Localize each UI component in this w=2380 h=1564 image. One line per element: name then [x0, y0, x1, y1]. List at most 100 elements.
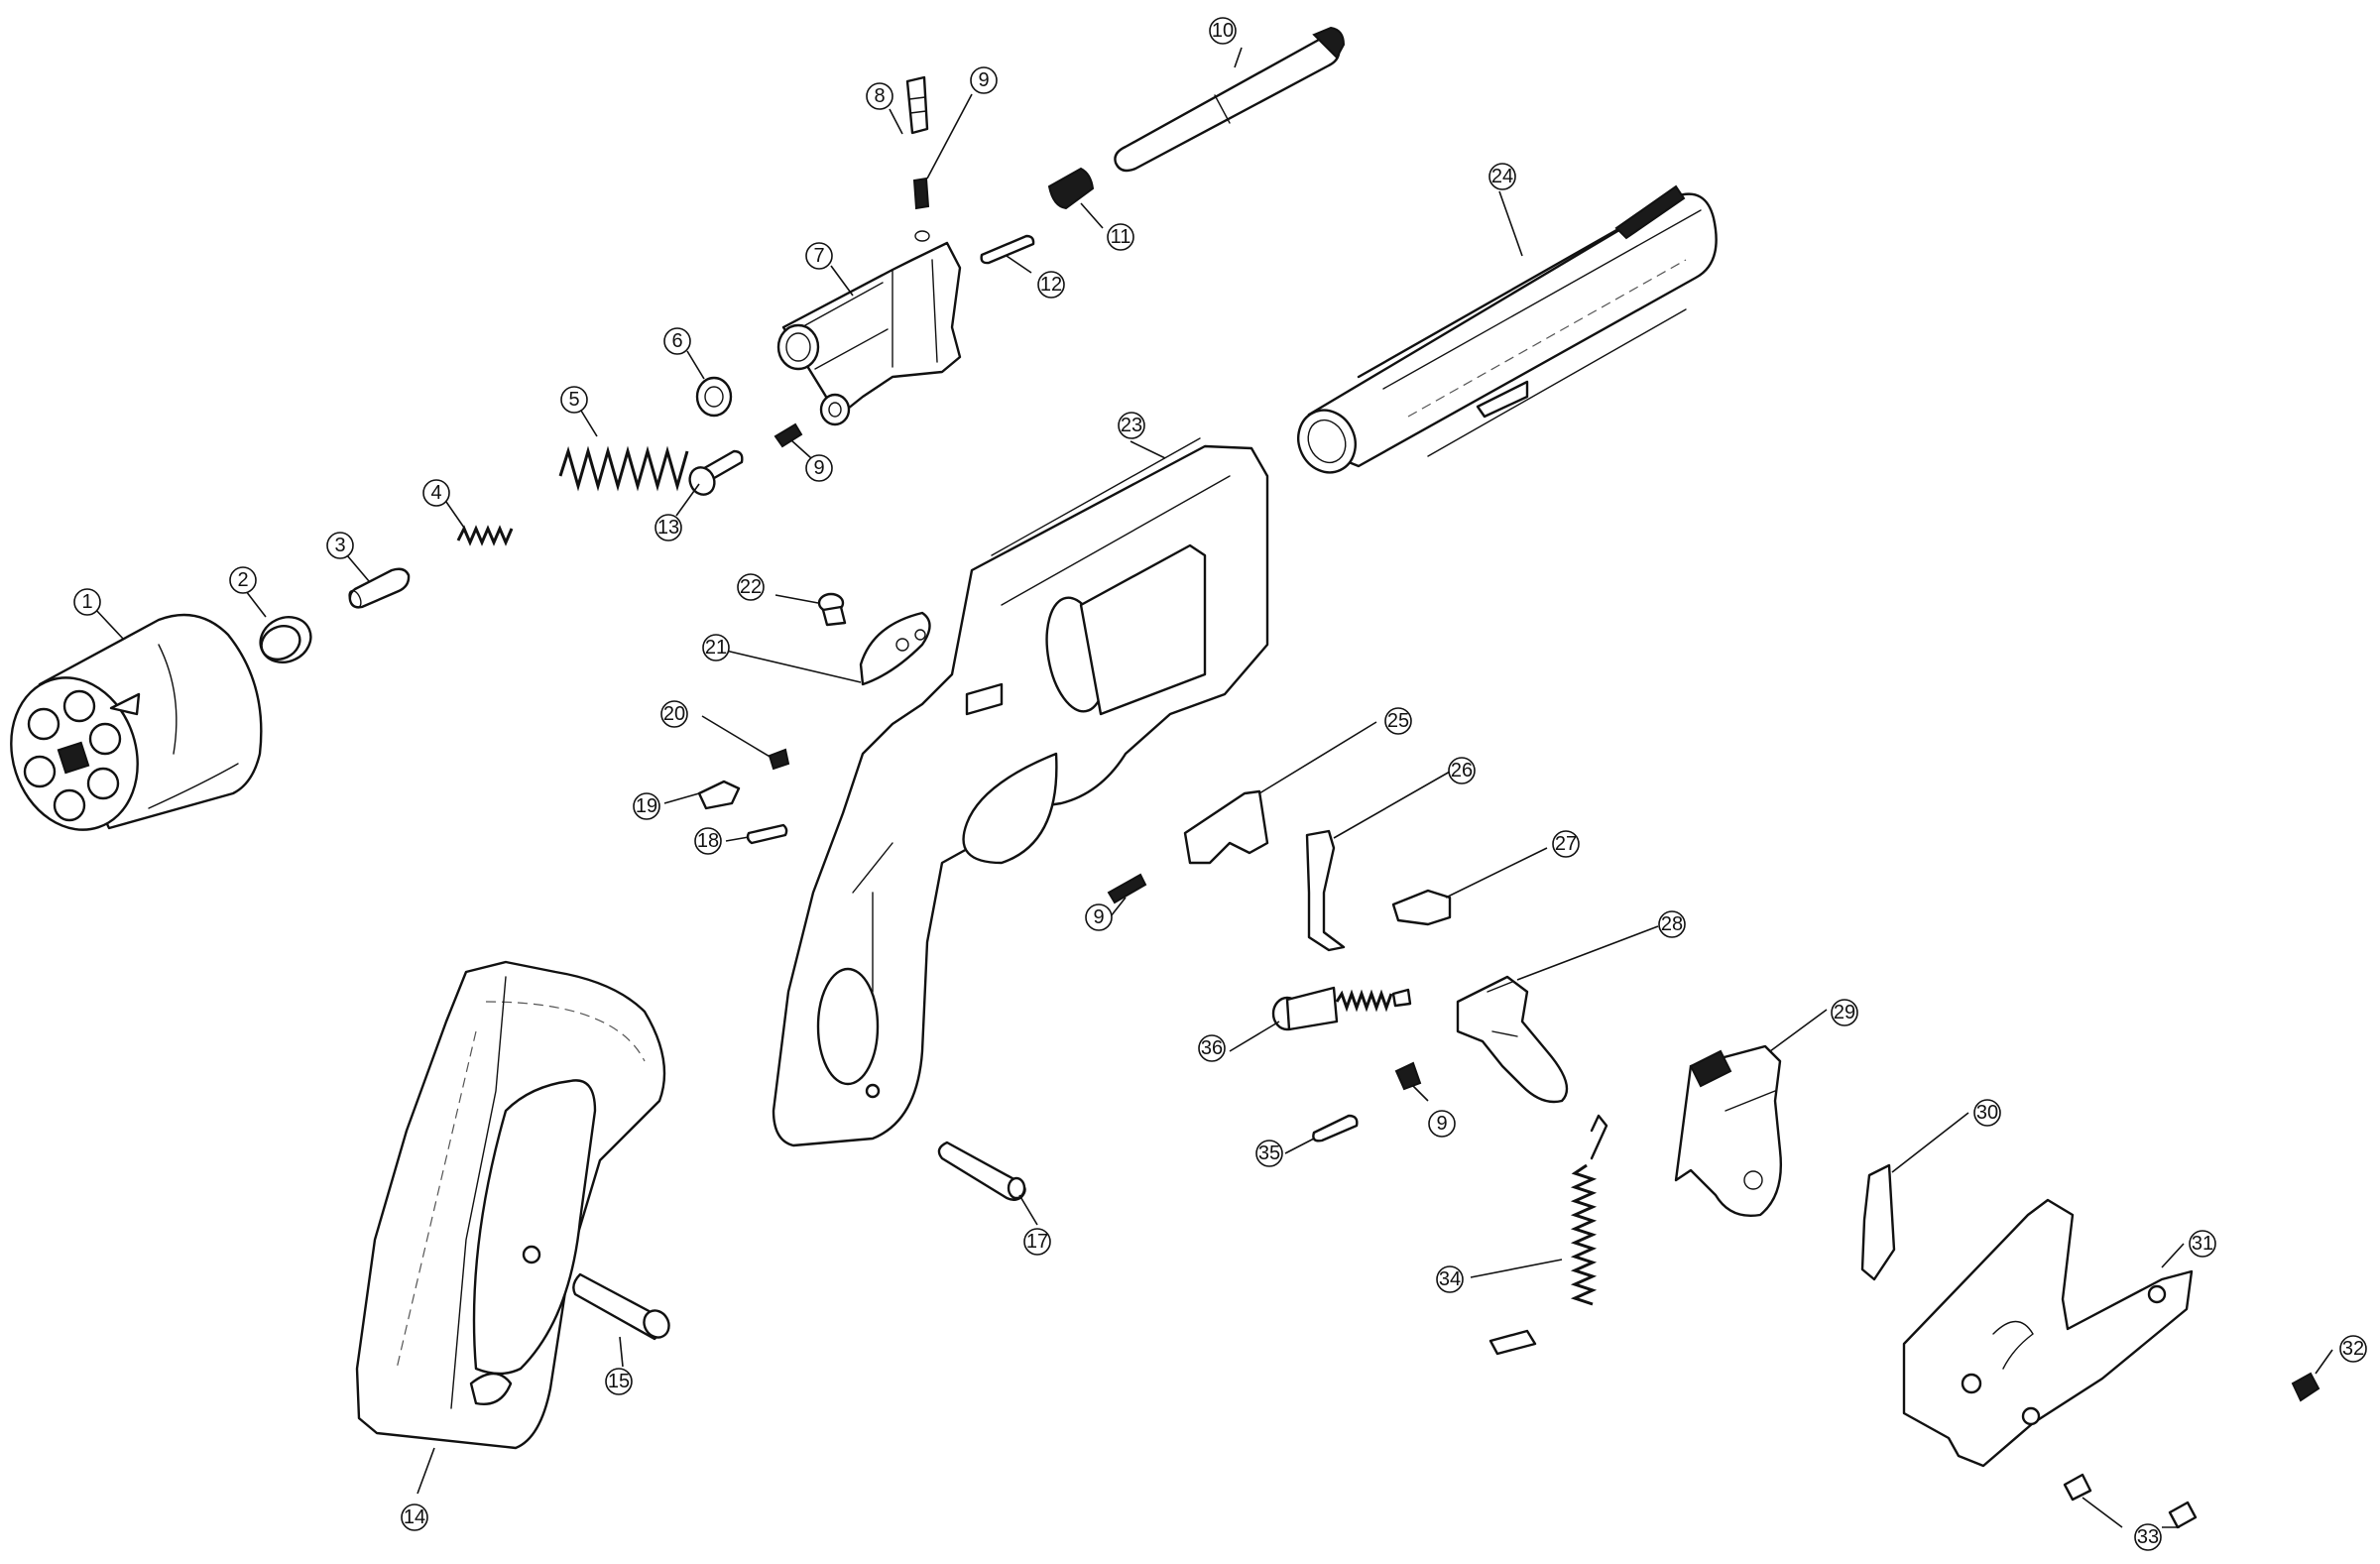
part-screw-32: [2291, 1372, 2320, 1402]
callout-label: 1: [81, 591, 92, 613]
part-spring-4: [456, 525, 514, 546]
callout-32: 32: [2339, 1335, 2367, 1363]
part-mainspring: [1488, 1114, 1608, 1356]
part-lever-30: [1860, 1163, 1896, 1281]
callout-9-top: 9: [970, 66, 998, 94]
callout-label: 32: [2342, 1338, 2364, 1360]
callout-21: 21: [702, 634, 730, 662]
part-pin-12: [980, 234, 1035, 265]
callout-36: 36: [1198, 1034, 1226, 1062]
part-spring-9-lower: [1107, 873, 1147, 904]
callout-label: 27: [1555, 833, 1577, 855]
callout-label: 28: [1661, 913, 1683, 935]
callout-4: 4: [422, 479, 450, 507]
part-spring-9-right: [1394, 1061, 1422, 1091]
callout-label: 12: [1040, 274, 1062, 296]
callout-29: 29: [1831, 999, 1858, 1026]
callout-label: 11: [1111, 226, 1131, 248]
part-spring-9-mid: [774, 422, 803, 448]
callout-30: 30: [1973, 1099, 2001, 1127]
callout-6: 6: [663, 327, 691, 355]
callout-22: 22: [737, 573, 765, 601]
callout-13: 13: [654, 514, 682, 541]
callout-label: 6: [671, 330, 682, 352]
part-grip: [355, 960, 666, 1450]
callout-26: 26: [1448, 757, 1476, 784]
callout-11: 11: [1107, 223, 1134, 251]
callout-label: 13: [657, 517, 679, 539]
callout-label: 9: [813, 457, 824, 479]
leader-lines: [93, 47, 2333, 1528]
callout-label: 23: [1121, 415, 1142, 436]
part-washer-6: [695, 376, 733, 418]
part-barrel: [1297, 184, 1718, 474]
callout-7: 7: [805, 242, 833, 270]
part-pin-17: [937, 1141, 1026, 1201]
part-spring-5: [558, 445, 689, 492]
callout-label: 31: [2192, 1233, 2213, 1255]
part-spring-20: [768, 748, 790, 771]
callout-9-mid: 9: [805, 454, 833, 482]
callout-17: 17: [1023, 1228, 1051, 1256]
part-spring-9-top: [912, 177, 930, 210]
callout-label: 18: [697, 830, 719, 852]
part-pin-18: [746, 823, 788, 845]
callout-35: 35: [1255, 1140, 1283, 1167]
callout-label: 34: [1439, 1268, 1461, 1290]
callout-label: 10: [1212, 20, 1234, 42]
callout-label: 9: [978, 69, 989, 91]
callout-34: 34: [1436, 1265, 1464, 1293]
part-part-27: [1391, 889, 1452, 926]
part-ring: [259, 616, 312, 663]
part-assembly-36: [1271, 986, 1412, 1031]
part-plate-21: [859, 611, 931, 686]
callout-label: 15: [608, 1371, 630, 1392]
callout-label: 33: [2137, 1526, 2159, 1548]
part-trigger: [1674, 1044, 1782, 1217]
callout-12: 12: [1037, 271, 1065, 299]
callout-9-lower: 9: [1085, 903, 1113, 931]
callout-27: 27: [1552, 830, 1580, 858]
part-cylinder: [10, 613, 263, 831]
callout-9-right: 9: [1428, 1110, 1456, 1138]
callout-23: 23: [1118, 412, 1145, 439]
callout-28: 28: [1658, 910, 1686, 938]
part-frame: [772, 437, 1269, 1147]
callout-14: 14: [401, 1504, 428, 1531]
callout-3: 3: [326, 532, 354, 559]
part-crane: [776, 230, 962, 426]
callout-20: 20: [660, 700, 688, 728]
callout-31: 31: [2189, 1230, 2216, 1258]
callout-label: 29: [1834, 1002, 1855, 1023]
callout-label: 26: [1451, 760, 1473, 782]
callout-label: 9: [1436, 1113, 1447, 1135]
callout-10: 10: [1209, 17, 1237, 45]
callout-label: 35: [1258, 1143, 1280, 1164]
callout-15: 15: [605, 1368, 633, 1395]
part-plunger-19: [697, 780, 741, 810]
callout-label: 36: [1201, 1037, 1223, 1059]
part-lever-26: [1305, 829, 1346, 952]
callout-label: 19: [636, 795, 657, 817]
callout-label: 22: [740, 576, 762, 598]
part-lever-25: [1183, 789, 1269, 865]
part-ejector-rod: [1114, 26, 1346, 173]
part-side-plate: [1902, 1198, 2194, 1468]
part-pin-35: [1312, 1114, 1359, 1143]
callout-label: 3: [334, 535, 345, 556]
callout-2: 2: [229, 566, 257, 594]
part-spring-11: [1047, 167, 1095, 210]
callout-label: 24: [1491, 166, 1513, 187]
callout-label: 2: [237, 569, 248, 591]
callout-label: 17: [1026, 1231, 1048, 1253]
callout-label: 5: [568, 389, 579, 411]
callout-label: 21: [705, 637, 727, 659]
callout-24: 24: [1488, 163, 1516, 190]
callout-5: 5: [560, 386, 588, 414]
callout-label: 9: [1093, 906, 1104, 928]
part-grip-screw: [572, 1272, 670, 1341]
callout-1: 1: [73, 588, 101, 616]
callout-8: 8: [866, 82, 893, 110]
callout-19: 19: [633, 792, 660, 820]
callout-label: 14: [404, 1506, 425, 1528]
